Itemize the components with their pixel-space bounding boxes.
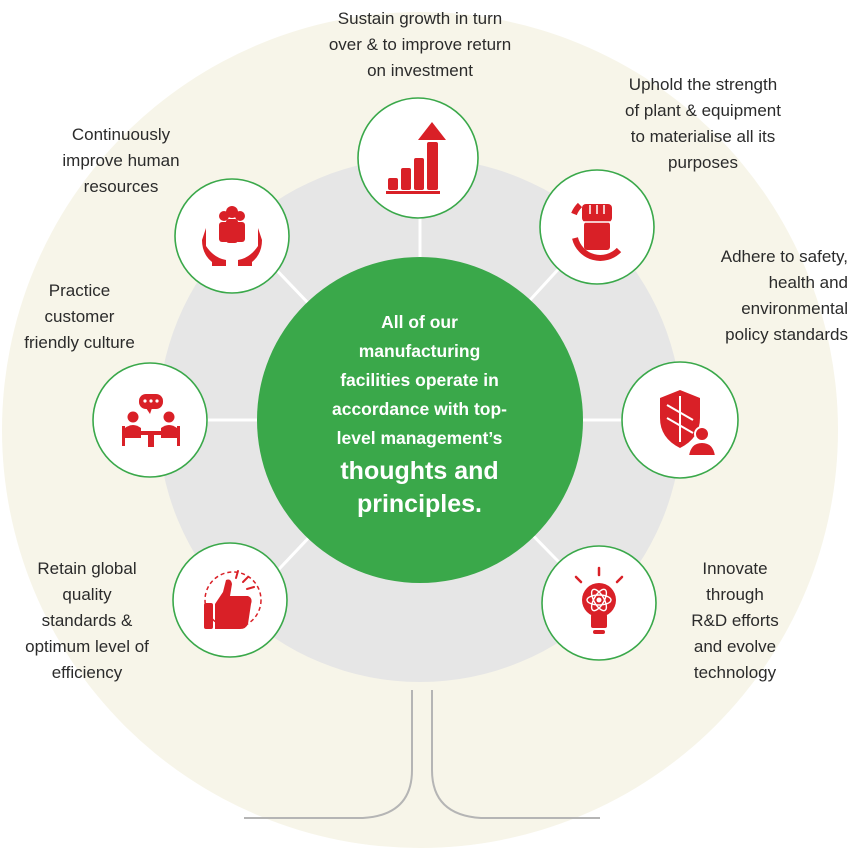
principle-label-human-resources: Continuously improve human resources — [62, 125, 180, 196]
node-customer — [92, 362, 208, 478]
principle-label-growth: Sustain growth in turn over & to improve… — [328, 9, 512, 80]
meeting-chat-icon — [122, 394, 180, 447]
principle-label-quality: Retain global quality standards & optimu… — [25, 559, 149, 682]
center-statement: All of our manufacturing facilities oper… — [282, 308, 557, 521]
raised-fist-icon — [571, 202, 622, 261]
center-statement-lead: All of our manufacturing facilities oper… — [331, 312, 508, 448]
center-circle — [257, 257, 583, 583]
tree-trunk — [244, 690, 600, 819]
center-statement-emphasis: thoughts and principles. — [340, 457, 499, 518]
thumbs-up-badge-icon — [204, 570, 262, 629]
principle-label-customer: Practice customer friendly culture — [24, 281, 135, 352]
growth-chart-icon — [386, 122, 446, 194]
bulb-atom-icon — [574, 566, 624, 634]
principle-label-innovation: Innovate through R&D efforts and evolve … — [691, 559, 779, 682]
principle-label-safety: Adhere to safety, health and environment… — [720, 247, 848, 344]
shield-person-icon — [660, 390, 718, 457]
principle-label-plant-strength: Uphold the strength of plant & equipment… — [625, 75, 781, 172]
hands-people-icon — [202, 206, 262, 266]
